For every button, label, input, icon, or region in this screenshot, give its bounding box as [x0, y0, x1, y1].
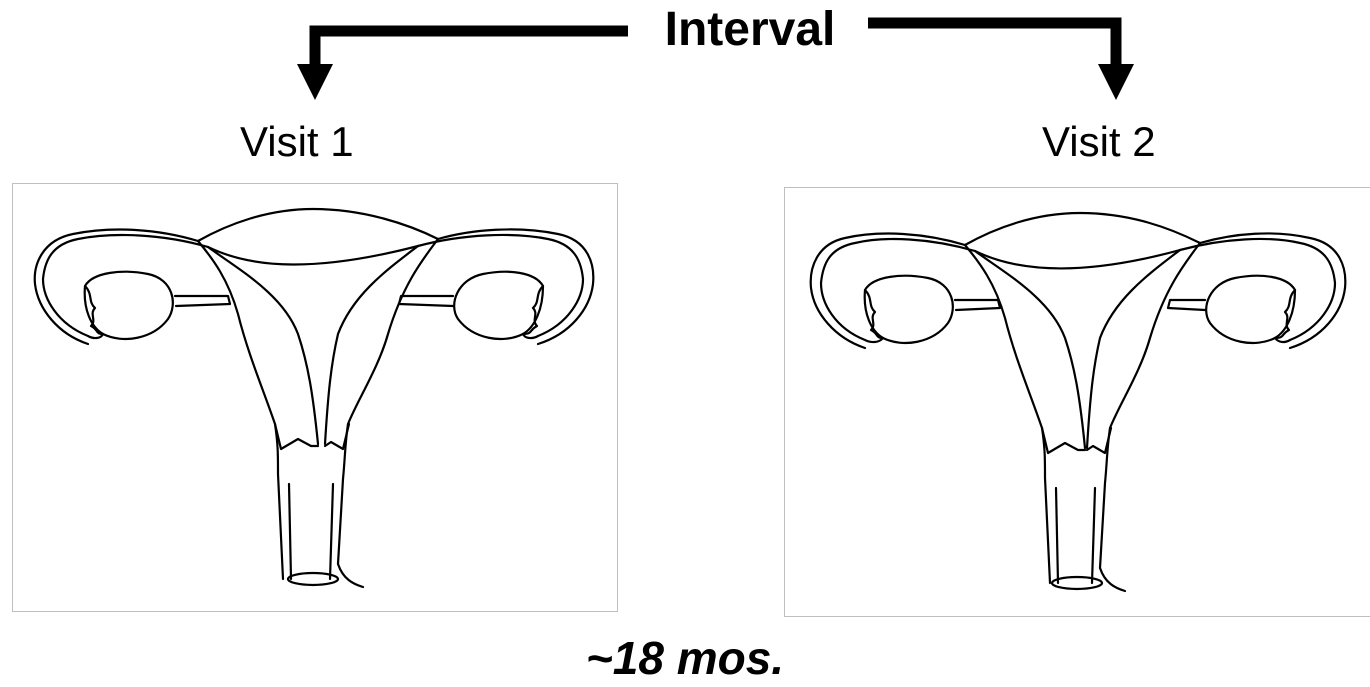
uterus-illustration	[13, 184, 617, 611]
interval-duration: ~18 mos.	[0, 632, 1370, 684]
left-bracket-arrow	[297, 31, 628, 100]
uterus-illustration	[785, 188, 1370, 616]
visit-2-panel	[784, 187, 1370, 617]
interval-label: Interval	[640, 2, 860, 58]
visit-2-label: Visit 2	[1042, 118, 1156, 166]
right-bracket-arrow	[868, 23, 1134, 100]
down-arrow-icon	[297, 64, 333, 100]
visit-1-panel	[12, 183, 618, 612]
visit-1-label: Visit 1	[240, 118, 354, 166]
down-arrow-icon	[1098, 64, 1134, 100]
